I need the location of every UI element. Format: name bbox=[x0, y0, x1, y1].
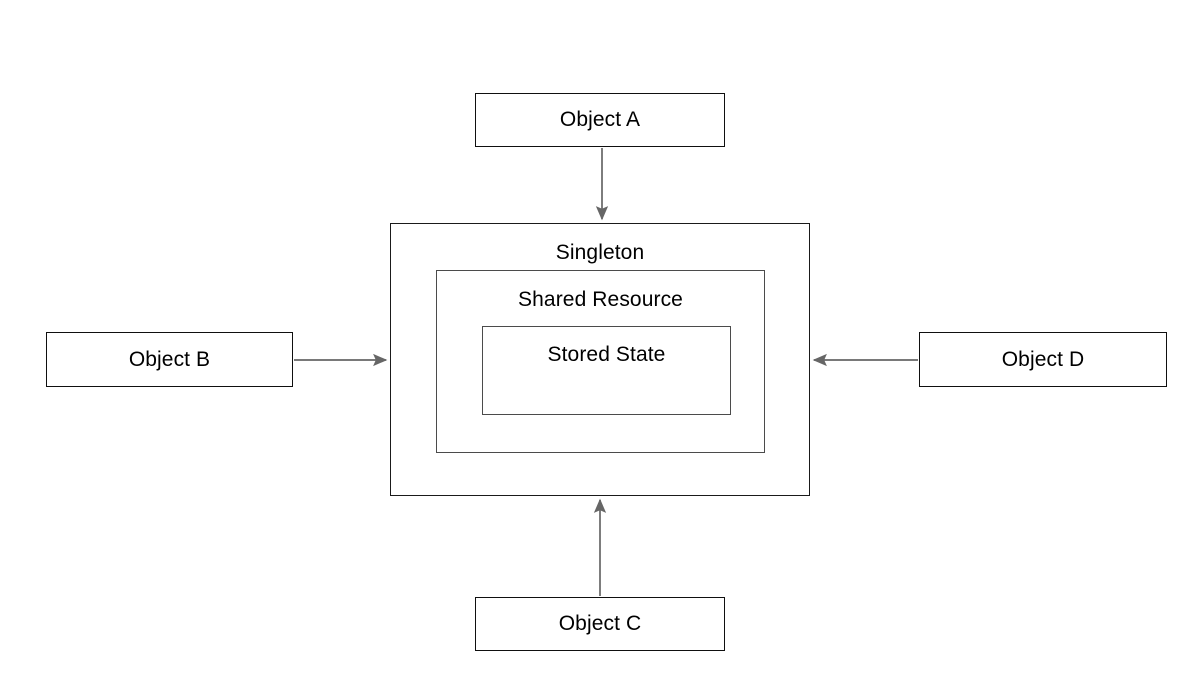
node-object-a-label: Object A bbox=[559, 108, 641, 132]
node-object-b-label: Object B bbox=[128, 347, 211, 371]
node-object-d-label: Object D bbox=[1001, 347, 1085, 371]
node-object-c[interactable]: Object C bbox=[475, 597, 725, 651]
node-object-a[interactable]: Object A bbox=[475, 93, 725, 147]
node-object-b[interactable]: Object B bbox=[46, 332, 293, 387]
node-object-c-label: Object C bbox=[558, 612, 642, 636]
node-stored-state-label: Stored State bbox=[547, 343, 666, 366]
node-object-d[interactable]: Object D bbox=[919, 332, 1167, 387]
node-stored-state[interactable]: Stored State bbox=[482, 326, 731, 415]
node-shared-resource-label: Shared Resource bbox=[518, 288, 683, 311]
node-singleton-label: Singleton bbox=[555, 241, 645, 264]
